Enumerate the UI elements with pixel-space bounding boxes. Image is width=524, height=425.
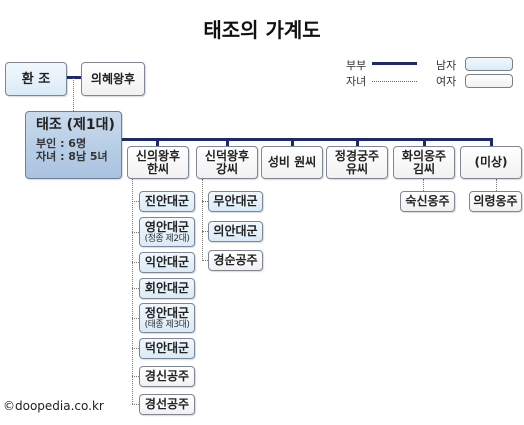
child-name: 숙신옹주 [405, 194, 450, 208]
wife-clan: 김씨 [412, 161, 436, 176]
wife1-children-line [132, 179, 133, 404]
child-box: 익안대군 [139, 252, 195, 273]
diagram-title: 태조의 가계도 [203, 18, 321, 42]
wife-name: 성비 원씨 [267, 155, 317, 169]
mother-name: 의혜왕후 [90, 71, 136, 86]
king-name: 태조 (제1대) [36, 117, 115, 133]
child-name: 회안대군 [144, 281, 190, 295]
child-box: 경선공주 [139, 394, 195, 415]
child-note: (정종 제2대) [144, 233, 190, 244]
wife4-drop [356, 138, 359, 147]
wife-name: 신덕왕후 [204, 148, 250, 163]
legend-male-swatch [465, 57, 513, 71]
child-box: 회안대군 [139, 278, 195, 299]
child-name: 경신공주 [144, 369, 190, 383]
child-connector [202, 231, 208, 232]
wife-box-1: 신의왕후 한씨 [127, 146, 189, 179]
wife-name: (미상) [474, 155, 508, 169]
child-name: 덕안대군 [144, 341, 190, 355]
wife-clan: 강씨 [215, 161, 239, 176]
wife-box-2: 신덕왕후 강씨 [196, 146, 258, 179]
wife-box-3: 성비 원씨 [261, 146, 323, 179]
child-name: 의령옹주 [473, 194, 518, 208]
child-name: 무안대군 [213, 194, 258, 208]
wife2-drop [226, 138, 229, 147]
child-connector [132, 262, 139, 263]
wife5-drop [423, 138, 426, 147]
parents-marriage-line [66, 76, 82, 79]
child-name: 경선공주 [144, 397, 190, 411]
wife-clan: 유씨 [345, 161, 369, 176]
wife-box-6: (미상) [460, 146, 522, 179]
legend-male-label: 남자 [436, 59, 457, 72]
wife-clan: 한씨 [146, 161, 170, 176]
child-name: 의안대군 [213, 224, 258, 238]
legend-female-swatch [465, 74, 513, 88]
child-connector [132, 376, 139, 377]
king-wives: 부인 : 6명 [36, 137, 87, 150]
legend-spouse-label: 부부 [346, 59, 367, 72]
legend-child-label: 자녀 [346, 75, 367, 88]
wife1-drop [156, 138, 159, 147]
child-box: 덕안대군 [139, 338, 195, 359]
child-connector [132, 232, 139, 233]
child-box: 경신공주 [139, 366, 195, 387]
wife3-drop [291, 138, 294, 147]
child-box: 영안대군 (정종 제2대) [139, 217, 195, 247]
legend-spouse-line [372, 62, 417, 65]
child-box: 무안대군 [208, 191, 263, 212]
wife-name: 신의왕후 [135, 148, 181, 163]
father-box: 환 조 [5, 62, 67, 96]
wife6-drop [490, 138, 493, 147]
wife-box-4: 정경궁주 유씨 [326, 146, 388, 179]
child-connector [132, 404, 139, 405]
child-name: 경순공주 [213, 253, 258, 267]
child-connector [132, 348, 139, 349]
child-connector [132, 318, 139, 319]
mother-box: 의혜왕후 [81, 62, 145, 96]
child-box: 경순공주 [208, 250, 263, 271]
child-name: 정안대군 [144, 305, 190, 320]
child-name: 진안대군 [144, 194, 190, 208]
child-box: 의안대군 [208, 221, 263, 242]
wife-name: 화의옹주 [401, 148, 447, 163]
wife-name: 정경궁주 [334, 148, 380, 163]
copyright-credit: ©doopedia.co.kr [3, 399, 104, 413]
child-name: 익안대군 [144, 255, 190, 269]
child-box: 정안대군 (태종 제3대) [139, 303, 195, 333]
wife2-children-line [202, 179, 203, 261]
child-name: 영안대군 [144, 219, 190, 234]
child-connector [132, 288, 139, 289]
child-connector [202, 201, 208, 202]
parents-child-line [73, 78, 74, 111]
child-box: 의령옹주 [469, 191, 522, 212]
child-box: 진안대군 [139, 191, 195, 212]
legend-child-line [372, 81, 417, 82]
wife-box-5: 화의옹주 김씨 [393, 146, 455, 179]
king-marriage-line [122, 138, 492, 141]
child-box: 숙신옹주 [400, 191, 455, 212]
king-box: 태조 (제1대) 부인 : 6명 자녀 : 8남 5녀 [25, 111, 122, 179]
wife5-children-line [423, 179, 424, 201]
king-children: 자녀 : 8남 5녀 [36, 150, 108, 163]
child-connector [132, 201, 139, 202]
wife6-children-line [496, 179, 497, 201]
legend-female-label: 여자 [436, 75, 457, 88]
child-note: (태종 제3대) [144, 319, 190, 330]
father-name: 환 조 [21, 71, 51, 87]
child-connector [202, 260, 208, 261]
